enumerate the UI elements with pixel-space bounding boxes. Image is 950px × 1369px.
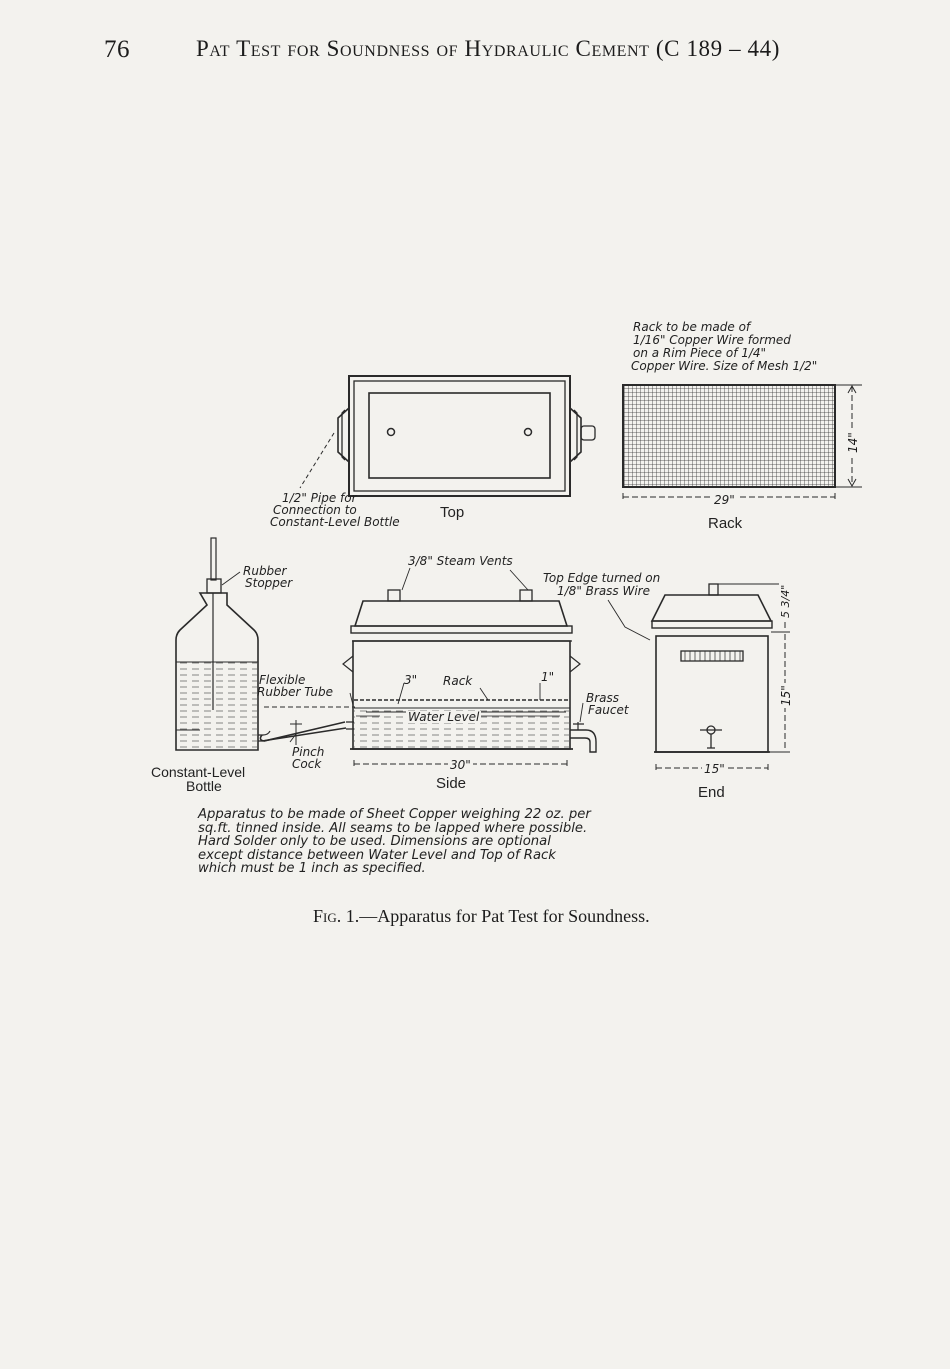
pipe-note-line-3: Constant-Level Bottle: [270, 515, 400, 529]
rack-view: [622, 384, 862, 501]
rubber-stopper-line-1: Rubber: [243, 564, 287, 578]
rack-note-line-3: on a Rim Piece of 1/4": [633, 346, 767, 360]
top-view: [299, 375, 596, 497]
caption-text: —Apparatus for Pat Test for Soundness.: [359, 906, 650, 926]
water-level-label: Water Level: [406, 710, 482, 724]
rack-label: Rack: [708, 515, 743, 532]
rubber-stopper-line-2: Stopper: [245, 576, 293, 590]
pinch-cock-line-2: Cock: [292, 757, 322, 771]
rack-side-label: Rack: [443, 674, 473, 688]
dim-3-label: 3": [404, 673, 418, 687]
bottle-label-line-1: Constant-Level: [151, 764, 246, 780]
rack-width-dim: 29": [712, 493, 737, 507]
page-number: 76: [104, 36, 130, 63]
bottle-label-line-2: Bottle: [186, 778, 222, 794]
brass-faucet-line-2: Faucet: [588, 703, 629, 717]
flexible-tube-line-2: Rubber Tube: [257, 685, 334, 699]
end-lid-dim: 5 3/4": [779, 582, 792, 620]
brass-faucet-line-1: Brass: [586, 691, 620, 705]
end-view: [650, 583, 790, 772]
top-view-label: Top: [440, 504, 465, 521]
leader-lines: [221, 567, 651, 743]
figure-caption: Fig. 1.—Apparatus for Pat Test for Sound…: [313, 906, 650, 927]
side-width-dim: 30": [448, 758, 473, 772]
rack-note-line-2: 1/16" Copper Wire formed: [633, 333, 791, 347]
flexible-tube-line-1: Flexible: [259, 673, 306, 687]
rubber-tube: [259, 706, 355, 745]
pinch-cock-line-1: Pinch: [292, 745, 325, 759]
dim-1-label: 1": [541, 670, 555, 684]
running-head: Pat Test for Soundness of Hydraulic Ceme…: [196, 36, 781, 61]
bottle: [175, 537, 271, 751]
apparatus-note: Apparatus to be made of Sheet Copper wei…: [198, 807, 591, 877]
end-view-label: End: [698, 784, 725, 801]
rack-note-line-1: Rack to be made of: [633, 320, 751, 334]
pipe-note-line-1: 1/2" Pipe for: [282, 491, 357, 505]
rack-height-dim: 14": [846, 430, 860, 455]
end-height-dim: 15": [779, 683, 793, 708]
rack-note-line-4: Copper Wire. Size of Mesh 1/2": [631, 359, 818, 373]
side-view-label: Side: [436, 775, 467, 792]
figure-number: Fig. 1.: [313, 906, 360, 926]
top-edge-line-2: 1/8" Brass Wire: [557, 584, 650, 598]
end-width-dim: 15": [702, 762, 727, 776]
top-edge-line-1: Top Edge turned on: [543, 571, 661, 585]
pipe-note-line-2: Connection to: [273, 503, 357, 517]
steam-vents-label: 3/8" Steam Vents: [408, 554, 513, 568]
